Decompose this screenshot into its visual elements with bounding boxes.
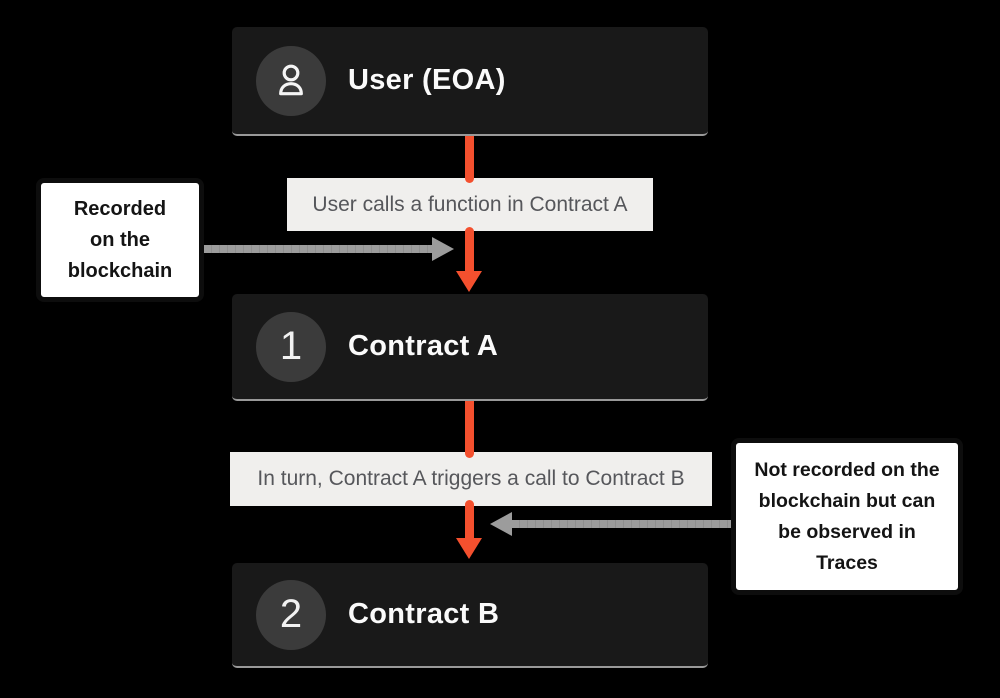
note-recorded-on-blockchain: Recorded on the blockchain <box>36 178 204 302</box>
flow-arrow-2-lower-segment <box>465 500 474 540</box>
note-right-arrow-line <box>512 520 731 528</box>
contract-a-title: Contract A <box>348 330 499 362</box>
contract-b-node: 2 Contract B <box>232 563 708 668</box>
note-not-recorded-traces: Not recorded on the blockchain but can b… <box>731 438 963 595</box>
flow-label-step1: User calls a function in Contract A <box>287 178 653 231</box>
note-left-arrow-line <box>204 245 434 253</box>
flow-arrow-1-lower-segment <box>465 227 474 272</box>
note-right-text: Not recorded on the blockchain but can b… <box>754 458 940 574</box>
user-eoa-node: User (EOA) <box>232 27 708 136</box>
contract-a-node: 1 Contract A <box>232 294 708 401</box>
step-1-badge: 1 <box>256 311 326 382</box>
flow-arrow-2-upper-segment <box>465 401 474 458</box>
note-left-arrowhead-right-icon <box>432 237 454 261</box>
flow-label-step2: In turn, Contract A triggers a call to C… <box>230 452 712 506</box>
user-icon <box>279 64 303 95</box>
step-2-badge: 2 <box>256 579 326 650</box>
user-avatar-badge <box>256 45 326 116</box>
flow-arrow-1-arrowhead-down-icon <box>456 271 482 292</box>
contract-b-title: Contract B <box>348 598 500 630</box>
user-eoa-title: User (EOA) <box>348 64 506 96</box>
note-left-text: Recorded on the blockchain <box>67 197 173 282</box>
flow-arrow-1-upper-segment <box>465 136 474 183</box>
note-right-arrowhead-left-icon <box>490 512 512 536</box>
flow-arrow-2-arrowhead-down-icon <box>456 538 482 559</box>
